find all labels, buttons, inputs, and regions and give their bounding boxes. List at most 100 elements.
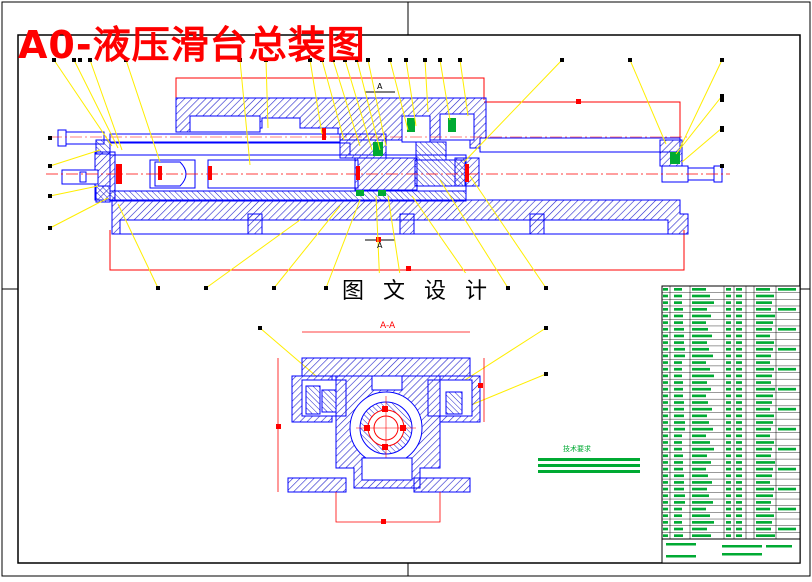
parts-list-cell	[726, 427, 731, 431]
parts-list-cell	[726, 461, 731, 464]
parts-list-cell	[663, 301, 668, 304]
section-label: A-A	[380, 321, 396, 331]
parts-list-cell	[692, 407, 712, 411]
balloon-marker	[264, 58, 268, 62]
parts-list-cell	[663, 387, 668, 391]
parts-list-cell	[674, 521, 682, 524]
parts-list-cell	[692, 534, 711, 538]
balloon-marker	[720, 58, 724, 62]
parts-list-cell	[756, 461, 775, 464]
parts-list-cell	[692, 414, 707, 418]
parts-list-cell	[736, 354, 742, 358]
parts-list-cell	[756, 434, 770, 438]
parts-list-cell	[663, 407, 668, 411]
parts-list-cell	[674, 454, 683, 458]
parts-list-cell	[692, 321, 706, 324]
balloon-marker	[506, 286, 510, 290]
parts-list-cell	[692, 327, 708, 331]
parts-list-cell	[674, 427, 685, 431]
parts-list-cell	[736, 474, 742, 478]
parts-list-cell	[736, 441, 742, 444]
parts-list-cell	[674, 294, 682, 298]
parts-list-cell	[736, 414, 742, 418]
parts-list-cell	[674, 527, 683, 531]
parts-list-cell	[756, 421, 773, 424]
parts-list-cell	[663, 481, 668, 484]
parts-list-cell	[736, 447, 742, 451]
balloon-marker	[343, 58, 347, 62]
parts-list-cell	[726, 361, 731, 364]
balloon-marker	[52, 58, 56, 62]
parts-list-cell	[778, 327, 796, 331]
parts-list-cell	[674, 287, 682, 291]
parts-list-cell	[726, 441, 731, 444]
parts-list-cell	[674, 401, 684, 404]
parts-list-cell	[674, 381, 683, 384]
parts-list-cell	[663, 347, 668, 351]
parts-list-cell	[778, 467, 796, 471]
balloon-marker	[204, 286, 208, 290]
parts-list-cell	[692, 501, 713, 504]
parts-list-cell	[756, 307, 771, 311]
parts-list-cell	[674, 341, 684, 344]
parts-list-cell	[778, 487, 796, 491]
parts-list-cell	[692, 347, 709, 351]
balloon-marker	[124, 58, 128, 62]
parts-list-cell	[726, 354, 731, 358]
parts-list-cell	[756, 294, 774, 298]
parts-list-cell	[756, 367, 774, 371]
parts-list-cell	[726, 434, 731, 438]
main-assembly-view	[46, 77, 730, 271]
parts-list-cell	[692, 287, 706, 291]
balloon-marker	[88, 58, 92, 62]
parts-list-cell	[756, 481, 770, 484]
parts-list-cell	[736, 287, 742, 291]
parts-list-cell	[756, 374, 772, 378]
parts-list-cell	[674, 474, 684, 478]
parts-list-cell	[756, 487, 774, 491]
parts-list-cell	[674, 301, 682, 304]
parts-list-cell	[674, 447, 682, 451]
parts-list-cell	[692, 394, 706, 398]
parts-list-cell	[726, 494, 731, 498]
parts-list-cell	[674, 367, 682, 371]
parts-list-cell	[736, 427, 742, 431]
parts-list-cell	[726, 401, 731, 404]
parts-list-cell	[663, 414, 668, 418]
parts-list-cell	[692, 507, 706, 511]
parts-list-cell	[726, 454, 731, 458]
parts-list-cell	[674, 507, 682, 511]
parts-list-cell	[756, 507, 770, 511]
parts-list-cell	[674, 421, 685, 424]
parts-list-cell	[736, 347, 742, 351]
parts-list-cell	[663, 441, 668, 444]
balloon-marker	[355, 58, 359, 62]
balloon-marker	[628, 58, 632, 62]
parts-list-cell	[756, 441, 774, 444]
parts-list-cell	[756, 514, 774, 518]
parts-list-cell	[663, 334, 668, 338]
parts-list-cell	[663, 314, 668, 318]
parts-list-cell	[692, 334, 712, 338]
parts-list-cell	[736, 401, 742, 404]
parts-list-cell	[756, 394, 773, 398]
parts-list-cell	[663, 521, 668, 524]
parts-list-cell	[756, 314, 775, 318]
parts-list-cell	[674, 501, 685, 504]
balloon-marker	[78, 58, 82, 62]
parts-list-cell	[663, 307, 668, 311]
parts-list-cell	[756, 494, 773, 498]
balloon-marker	[560, 58, 564, 62]
drawing-title: A0-液压滑台总装图	[18, 23, 366, 67]
parts-list-cell	[736, 361, 742, 364]
parts-list-cell	[736, 334, 742, 338]
parts-list-cell	[756, 321, 773, 324]
parts-list-cell	[663, 501, 668, 504]
parts-list-cell	[726, 487, 731, 491]
parts-list-cell	[692, 434, 706, 438]
parts-list-cell	[674, 361, 682, 364]
parts-list-cell	[778, 287, 796, 291]
parts-list-cell	[726, 414, 731, 418]
parts-list-cell	[736, 394, 742, 398]
parts-list-cell	[726, 374, 731, 378]
